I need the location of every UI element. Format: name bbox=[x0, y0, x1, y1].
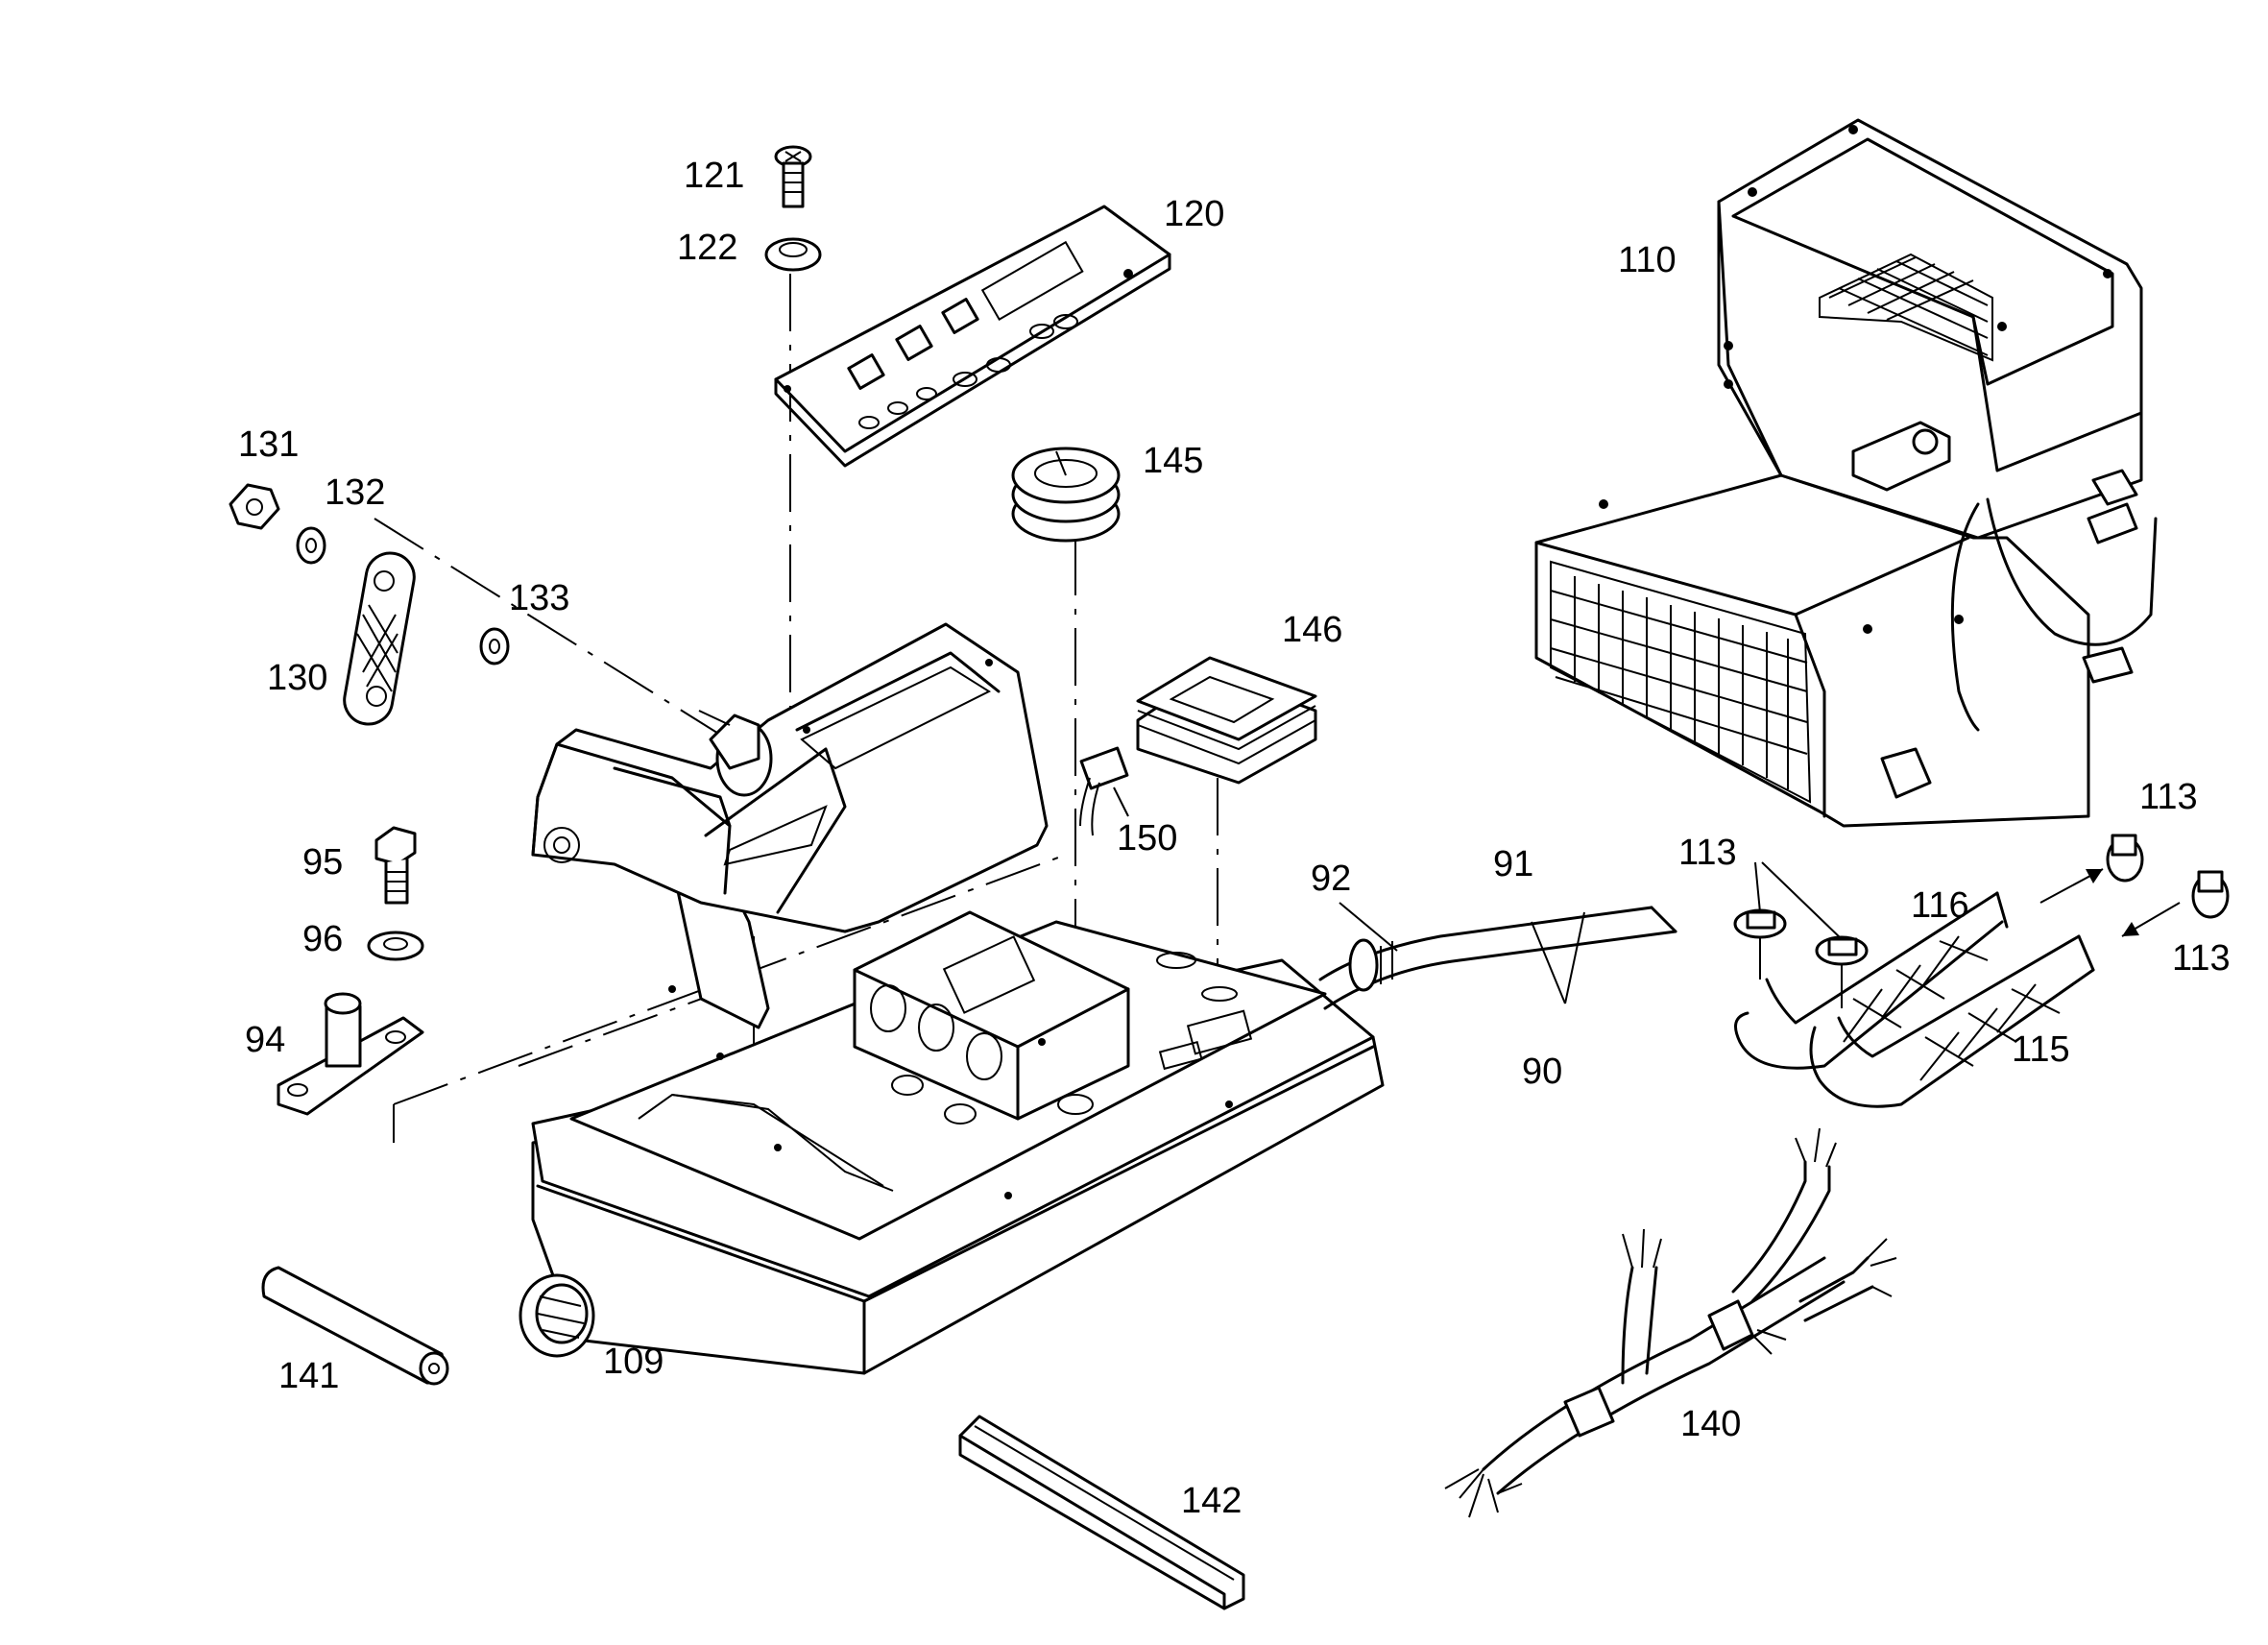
callout-131: 131 bbox=[238, 424, 299, 465]
callout-95: 95 bbox=[302, 842, 343, 883]
callout-113: 113 bbox=[1678, 833, 1737, 873]
callout-121: 121 bbox=[684, 156, 744, 196]
bracket-94 bbox=[277, 992, 424, 1116]
callout-94: 94 bbox=[245, 1020, 285, 1060]
strip-141 bbox=[261, 1266, 449, 1386]
callout-141: 141 bbox=[278, 1356, 339, 1396]
callout-109: 109 bbox=[603, 1342, 664, 1382]
callout-145: 145 bbox=[1143, 441, 1203, 481]
grommet-145 bbox=[1011, 447, 1121, 543]
clamp-113-top bbox=[2106, 834, 2144, 883]
arrows bbox=[2039, 868, 2181, 937]
callout-142: 142 bbox=[1181, 1481, 1242, 1521]
wire-loom-140 bbox=[1444, 1127, 1897, 1518]
callout-150: 150 bbox=[1117, 818, 1177, 859]
callout-122: 122 bbox=[677, 228, 737, 268]
washer-132 bbox=[296, 526, 326, 565]
leader-lines bbox=[1339, 861, 1843, 1004]
screw-121 bbox=[774, 145, 812, 208]
strap-130 bbox=[343, 551, 416, 726]
cable-91 bbox=[1318, 906, 1677, 1010]
seal-142 bbox=[958, 1415, 1245, 1610]
callout-96: 96 bbox=[302, 919, 343, 959]
callout-90: 90 bbox=[1522, 1052, 1562, 1092]
grille-110 bbox=[1550, 576, 1808, 789]
callout-146: 146 bbox=[1282, 610, 1342, 650]
callout-113: 113 bbox=[2139, 777, 2198, 817]
washer-122 bbox=[764, 237, 822, 272]
washer-96 bbox=[367, 931, 424, 961]
clamp-113-right bbox=[1815, 935, 1869, 1008]
washer-133 bbox=[479, 627, 510, 665]
callout-110: 110 bbox=[1618, 240, 1677, 280]
unit-110 bbox=[1534, 118, 2158, 828]
bolt-95 bbox=[374, 826, 417, 905]
callout-132: 132 bbox=[325, 472, 385, 513]
callout-labels: 121 122 120 110 131 132 145 133 130 146 … bbox=[238, 156, 2231, 1521]
clamp-113-bottom bbox=[2191, 870, 2230, 919]
plug-109 bbox=[519, 1273, 595, 1358]
clamp-113-left bbox=[1733, 908, 1787, 980]
callout-115: 115 bbox=[2012, 1029, 2070, 1070]
callout-120: 120 bbox=[1164, 194, 1224, 234]
callout-91: 91 bbox=[1493, 844, 1533, 884]
callout-116: 116 bbox=[1911, 885, 1969, 926]
callout-130: 130 bbox=[267, 658, 327, 698]
hose-115 bbox=[1809, 934, 2095, 1108]
callout-140: 140 bbox=[1680, 1404, 1741, 1444]
callout-133: 133 bbox=[509, 578, 569, 618]
grommet-146 bbox=[1136, 656, 1317, 785]
mounting-block bbox=[853, 910, 1130, 1125]
control-panel bbox=[774, 205, 1171, 468]
hose-116 bbox=[1734, 891, 2009, 1070]
control-tower bbox=[531, 622, 1049, 1029]
callout-113: 113 bbox=[2172, 938, 2231, 979]
connector-150 bbox=[1079, 746, 1129, 836]
callout-92: 92 bbox=[1311, 859, 1351, 899]
nut-131 bbox=[229, 483, 280, 530]
